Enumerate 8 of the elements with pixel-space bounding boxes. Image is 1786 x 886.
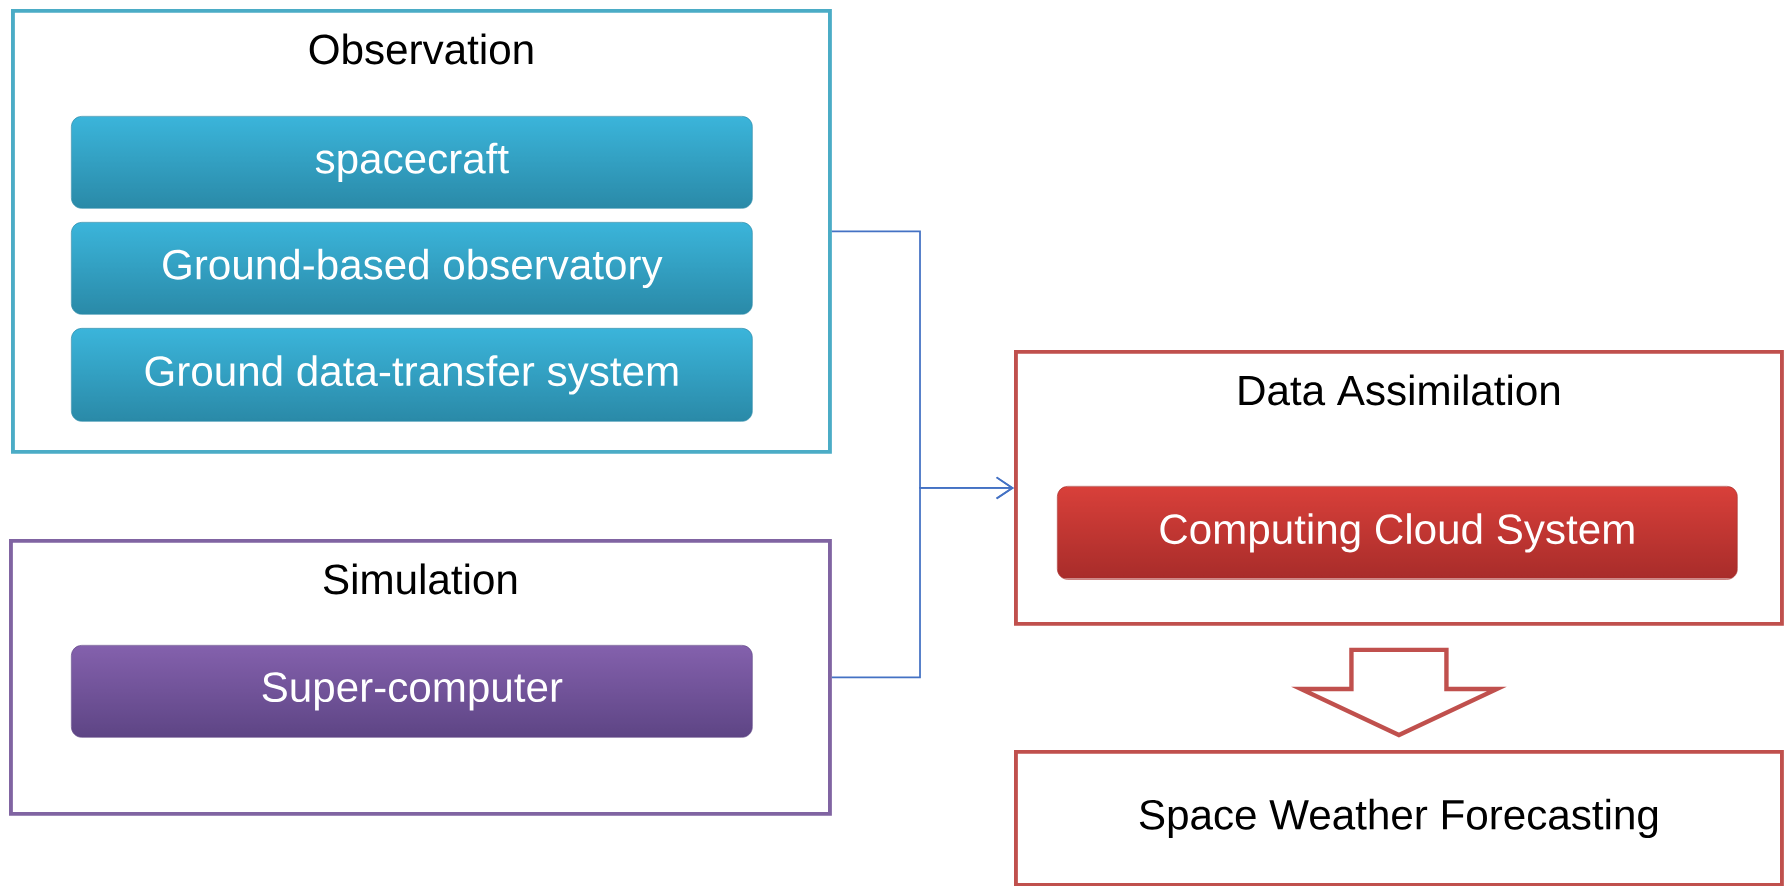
block-arrow — [1291, 647, 1507, 738]
arrow — [831, 476, 1014, 679]
process-box: Ground data-transfer system — [71, 328, 753, 422]
process-box: Super-computer — [71, 645, 753, 738]
process-box: Computing Cloud System — [1057, 486, 1738, 580]
process-box: Ground-based observatory — [71, 222, 753, 315]
process-box: spacecraft — [71, 116, 753, 209]
output-box: Space Weather Forecasting — [1014, 750, 1784, 886]
